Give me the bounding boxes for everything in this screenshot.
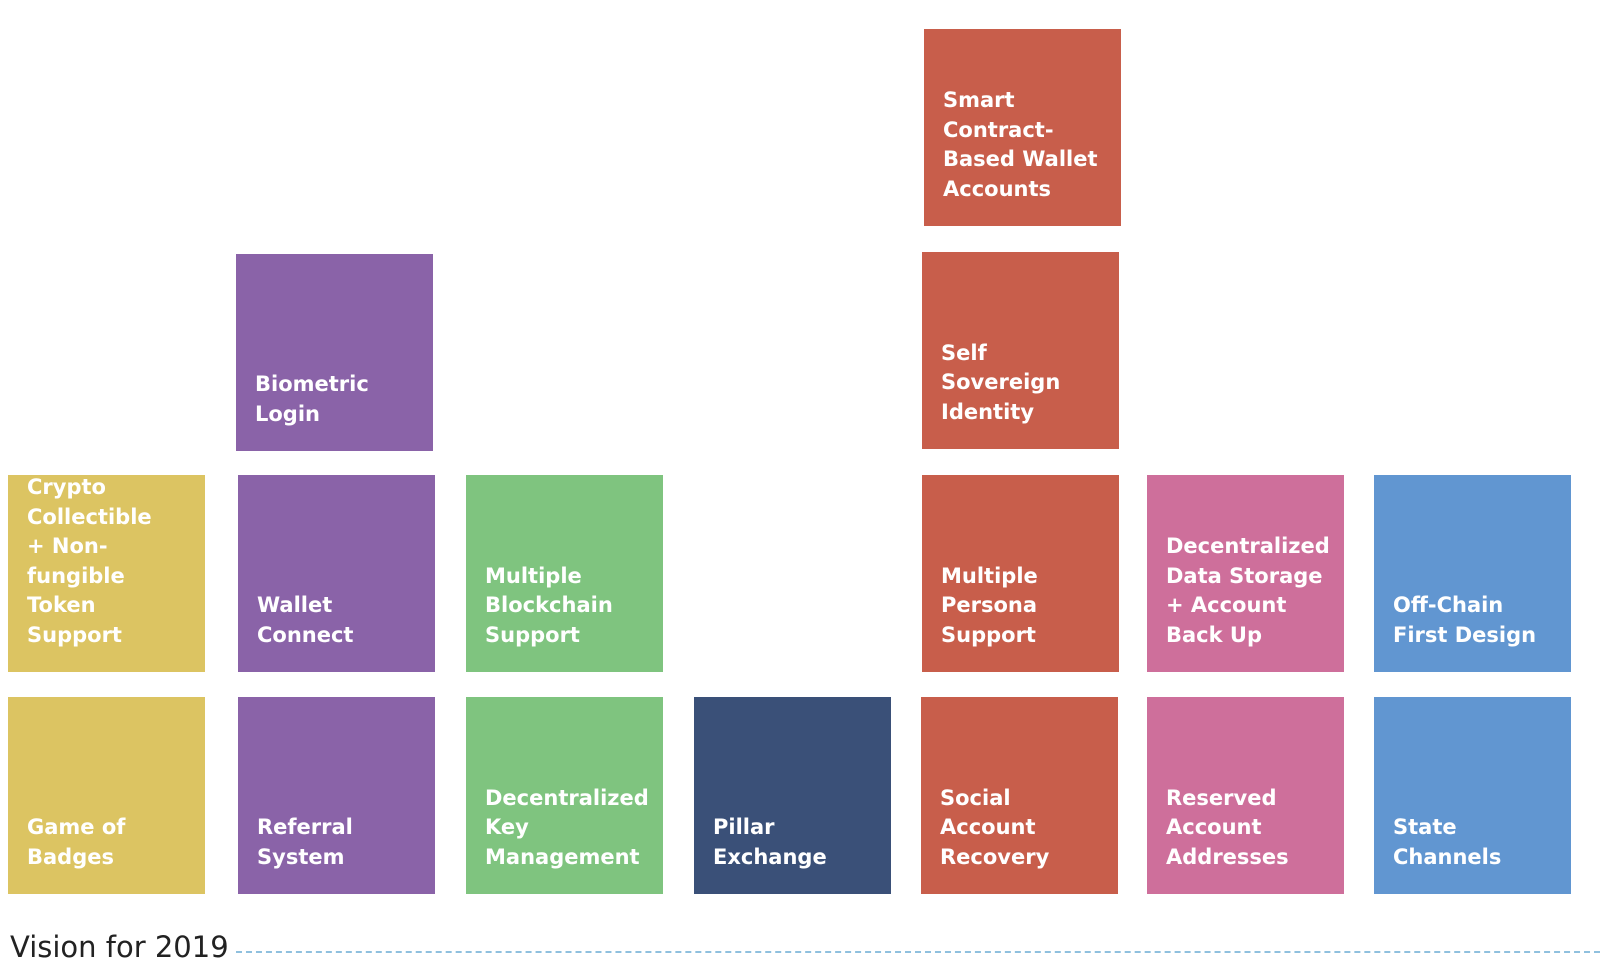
tile-state-channels: State Channels — [1374, 697, 1571, 894]
tile-multiple-persona-support: Multiple Persona Support — [922, 475, 1119, 672]
tile-label: Referral System — [257, 815, 353, 869]
tile-label: Reserved Account Addresses — [1166, 785, 1289, 869]
tile-label: Game of Badges — [27, 815, 126, 869]
tile-self-sovereign-identity: Self Sovereign Identity — [922, 252, 1119, 449]
tile-referral-system: Referral System — [238, 697, 435, 894]
tile-social-account-recovery: Social Account Recovery — [921, 697, 1118, 894]
tile-pillar-exchange: Pillar Exchange — [694, 697, 891, 894]
tile-biometric-login: Biometric Login — [236, 254, 433, 451]
tile-label: Crypto Collectible + Non-fungible Token … — [27, 475, 152, 647]
tile-label: State Channels — [1393, 815, 1502, 869]
tile-label: Self Sovereign Identity — [941, 340, 1061, 424]
tile-label: Multiple Persona Support — [941, 563, 1038, 647]
tile-label: Social Account Recovery — [940, 785, 1050, 869]
tile-label: Off-Chain First Design — [1393, 593, 1537, 647]
tile-crypto-collectible: Crypto Collectible + Non-fungible Token … — [8, 475, 205, 672]
tile-label: Biometric Login — [255, 372, 369, 426]
tile-label: Wallet Connect — [257, 593, 354, 647]
tile-label: Decentralized Data Storage + Account Bac… — [1166, 534, 1330, 647]
tile-wallet-connect: Wallet Connect — [238, 475, 435, 672]
tile-decentralized-data-storage: Decentralized Data Storage + Account Bac… — [1147, 475, 1344, 672]
footer-vision-label: Vision for 2019 — [10, 930, 229, 964]
tile-off-chain-first-design: Off-Chain First Design — [1374, 475, 1571, 672]
tile-label: Pillar Exchange — [713, 815, 827, 869]
tile-label: Smart Contract- Based Wallet Accounts — [943, 88, 1098, 201]
tile-smart-contract-wallet-accounts: Smart Contract- Based Wallet Accounts — [924, 29, 1121, 226]
tile-label: Decentralized Key Management — [485, 785, 649, 869]
footer-dashed-divider — [236, 951, 1600, 953]
tile-multiple-blockchain-support: Multiple Blockchain Support — [466, 475, 663, 672]
tile-reserved-account-addresses: Reserved Account Addresses — [1147, 697, 1344, 894]
tile-label: Multiple Blockchain Support — [485, 563, 613, 647]
tile-game-of-badges: Game of Badges — [8, 697, 205, 894]
tile-decentralized-key-management: Decentralized Key Management — [466, 697, 663, 894]
